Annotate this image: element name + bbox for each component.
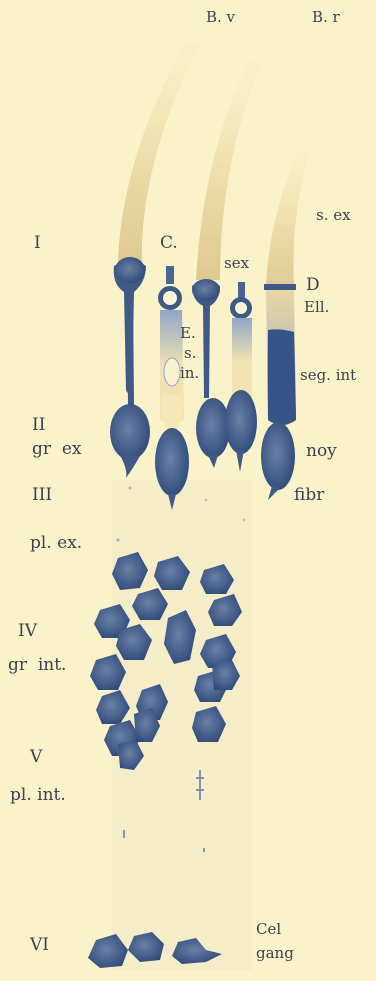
label-seg-int: seg. int (300, 366, 356, 384)
cone-cell-4 (225, 282, 257, 472)
label-D: D (306, 275, 320, 295)
outer-segment-rod-2 (196, 60, 262, 280)
label-s: s. (184, 344, 196, 362)
label-E: E. (180, 324, 196, 342)
label-bv: B. v (206, 8, 236, 26)
label-noy: noy (306, 441, 337, 461)
outer-segment-rod-1 (118, 40, 200, 262)
label-pl-int: pl. int. (10, 785, 66, 805)
rod-cell-1 (110, 257, 150, 478)
label-gr-ex: gr ex (32, 439, 82, 459)
label-layer-III: III (32, 485, 52, 505)
label-gang: gang (256, 944, 294, 962)
label-layer-I: I (34, 233, 41, 253)
label-Ell: Ell. (304, 298, 329, 316)
label-fibr: fibr (294, 485, 325, 505)
outer-segment-cone (266, 150, 310, 286)
label-sex: sex (224, 254, 250, 272)
label-sex-top: s. ex (316, 206, 351, 224)
label-br: B. r (312, 8, 341, 26)
label-in: in. (180, 364, 199, 382)
label-pl-ex: pl. ex. (30, 533, 82, 553)
label-layer-II: II (32, 415, 45, 435)
label-cel: Cel (256, 920, 281, 938)
label-C: C. (160, 233, 178, 253)
label-gr-int: gr int. (8, 655, 66, 675)
cone-cell-D (261, 284, 296, 500)
label-layer-V: V (29, 747, 43, 767)
label-layer-IV: IV (18, 621, 38, 641)
cone-cell-C (155, 266, 189, 510)
label-layer-VI: VI (29, 935, 49, 955)
